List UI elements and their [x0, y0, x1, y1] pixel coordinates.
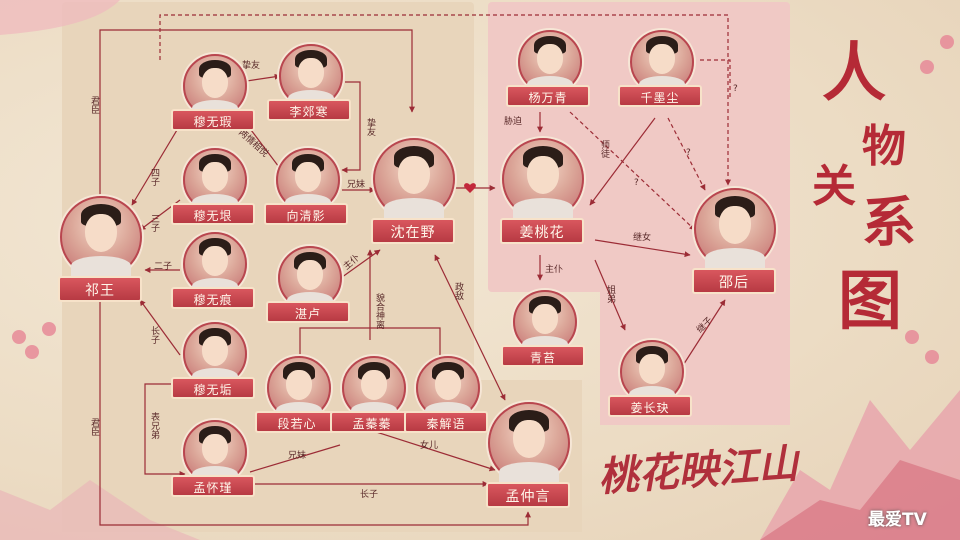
character-mengsangsang[interactable]: 孟蓁蓁 [330, 356, 414, 440]
character-xiangjiying[interactable]: 向清影 [264, 148, 348, 232]
character-name: 穆无垠 [171, 203, 255, 225]
relation-label: 挚友 [242, 61, 261, 71]
character-jiangchangjue[interactable]: 姜长玦 [608, 340, 692, 424]
portrait-icon [518, 30, 582, 94]
title-char: 人 [822, 36, 886, 111]
mountain-decoration [760, 390, 960, 540]
portrait-icon [502, 138, 584, 220]
portrait-icon [183, 232, 247, 296]
portrait-icon [630, 30, 694, 94]
title-char: 系 [862, 190, 916, 254]
watermark: 最爱TV [868, 510, 927, 530]
relation-label: 主仆 [545, 265, 564, 275]
character-shenzaiye[interactable]: 沈在野 [371, 138, 455, 244]
relation-label: 女儿 [420, 441, 439, 451]
character-name: 青苔 [501, 345, 585, 367]
character-name: 段若心 [255, 411, 339, 433]
relation-label: 挚友 [365, 118, 375, 136]
relation-label: ? [733, 84, 738, 94]
portrait-icon [488, 402, 570, 484]
character-menghuaijin[interactable]: 孟怀瑾 [171, 420, 255, 504]
portrait-icon [342, 356, 406, 420]
character-muwugen[interactable]: 穆无垠 [171, 148, 255, 232]
relation-label: 胁迫 [504, 117, 523, 127]
blossom-icon [25, 345, 39, 359]
relation-label: 姐弟 [605, 285, 615, 303]
portrait-icon [373, 138, 455, 220]
character-muwugou[interactable]: 穆无垢 [171, 322, 255, 406]
relation-label: 君臣 [89, 96, 99, 114]
relation-label: ? [634, 178, 639, 188]
blossom-icon [905, 330, 919, 344]
character-name: 孟仲言 [486, 482, 570, 508]
heart-icon [464, 183, 476, 193]
character-name: 孟蓁蓁 [330, 411, 414, 433]
character-name: 邵后 [692, 268, 776, 294]
character-qinjieyu[interactable]: 秦解语 [404, 356, 488, 440]
relation-label: 四子 [149, 168, 159, 186]
blossom-icon [925, 350, 939, 364]
blossom-icon [920, 60, 934, 74]
character-muwuxia[interactable]: 穆无瑕 [171, 54, 255, 138]
character-lizhihan[interactable]: 李郊寒 [267, 44, 351, 128]
relation-label: 貌合神离 [374, 293, 384, 329]
portrait-icon [694, 188, 776, 270]
character-name: 姜长玦 [608, 395, 692, 417]
blossom-icon [12, 330, 26, 344]
character-name: 千墨尘 [618, 85, 702, 107]
character-qiwang[interactable]: 祁王 [58, 196, 142, 302]
character-gaohou[interactable]: 邵后 [692, 188, 776, 294]
character-name: 秦解语 [404, 411, 488, 433]
character-muwuhen[interactable]: 穆无痕 [171, 232, 255, 316]
portrait-icon [267, 356, 331, 420]
title-char: 关 [812, 161, 856, 212]
title-char: 物 [862, 121, 906, 172]
character-name: 杨万青 [506, 85, 590, 107]
relation-label: 政敌 [453, 282, 463, 300]
character-name: 姜桃花 [500, 218, 584, 244]
relation-label: 继女 [633, 233, 652, 243]
character-zhanlu[interactable]: 湛卢 [266, 246, 350, 330]
character-name: 穆无垢 [171, 377, 255, 399]
character-qianmochen[interactable]: 千墨尘 [618, 30, 702, 114]
blossom-icon [940, 35, 954, 49]
relation-label: 师徒 [599, 140, 609, 158]
title-char: 图 [838, 264, 902, 339]
character-mengzhongyan[interactable]: 孟仲言 [486, 402, 570, 508]
character-name: 孟怀瑾 [171, 475, 255, 497]
relation-label: 长子 [149, 326, 159, 344]
character-name: 沈在野 [371, 218, 455, 244]
portrait-icon [416, 356, 480, 420]
character-yangwanqing[interactable]: 杨万青 [506, 30, 590, 114]
portrait-icon [183, 420, 247, 484]
character-name: 穆无痕 [171, 287, 255, 309]
character-qingtai[interactable]: 青苔 [501, 290, 585, 374]
relation-label: 二子 [154, 262, 173, 272]
portrait-icon [60, 196, 142, 278]
relation-label: ? [686, 148, 691, 158]
blossom-icon [42, 322, 56, 336]
character-name: 向清影 [264, 203, 348, 225]
relation-label: 表兄弟 [149, 412, 159, 439]
cloud-decoration [0, 0, 120, 35]
character-name: 穆无瑕 [171, 109, 255, 131]
character-name: 李郊寒 [267, 99, 351, 121]
relation-label: 兄妹 [288, 451, 307, 461]
portrait-icon [620, 340, 684, 404]
character-duanruoxin[interactable]: 段若心 [255, 356, 339, 440]
character-name: 湛卢 [266, 301, 350, 323]
relation-label: 君臣 [89, 418, 99, 436]
character-jiangtaohua[interactable]: 姜桃花 [500, 138, 584, 244]
portrait-icon [278, 246, 342, 310]
relation-label: 三子 [149, 214, 159, 232]
character-name: 祁王 [58, 276, 142, 302]
relation-label: 兄妹 [347, 180, 366, 190]
relation-label: 长子 [360, 490, 379, 500]
